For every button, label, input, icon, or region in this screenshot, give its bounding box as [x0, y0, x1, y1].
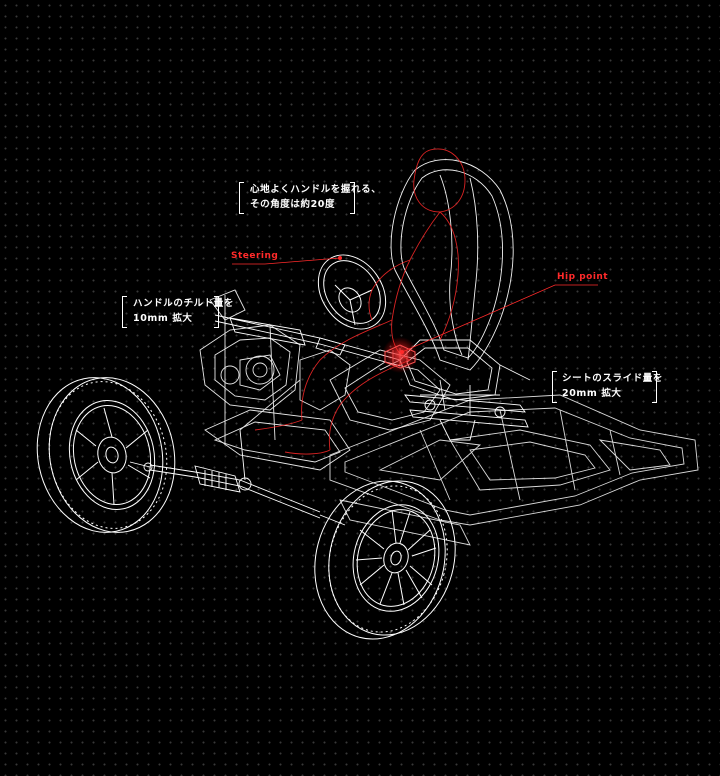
- steering-column: [214, 314, 401, 367]
- front-right-tire: [314, 480, 456, 640]
- callout-line: その角度は約20度: [250, 199, 336, 210]
- steering-wheel: [317, 254, 387, 330]
- hip-point-label: Hip point: [557, 272, 609, 282]
- steering-angle-bracket-right: [350, 182, 355, 214]
- seat-wireframe: [379, 159, 531, 415]
- tilt-bracket-right: [214, 296, 219, 328]
- floor-pan: [329, 394, 699, 546]
- callout-line: 20mm 拡大: [562, 388, 622, 399]
- seat-slide-callout: シートのスライド量を 20mm 拡大: [562, 371, 663, 401]
- callout-line: ハンドルのチルト量を: [133, 298, 235, 309]
- seat-rails: [404, 394, 529, 441]
- seat-slide-bracket-right: [652, 371, 657, 403]
- seat-slide-bracket-left: [552, 371, 557, 403]
- callout-line: 心地よくハンドルを握れる、: [250, 184, 382, 195]
- tilt-bracket-left: [122, 296, 127, 328]
- front-left-tire: [36, 377, 176, 533]
- steering-rack: [149, 429, 321, 519]
- front-suspension: [199, 289, 451, 471]
- steering-label: Steering: [231, 251, 279, 261]
- steering-angle-bracket-left: [239, 182, 244, 214]
- tie-rods: [129, 461, 346, 526]
- steering-leader: [232, 257, 341, 265]
- steering-angle-callout: 心地よくハンドルを握れる、 その角度は約20度: [250, 182, 381, 212]
- tilt-callout: ハンドルのチルト量を 10mm 拡大: [133, 296, 234, 326]
- callout-line: シートのスライド量を: [562, 373, 664, 384]
- hip-point-marker: [382, 337, 418, 373]
- callout-leaders: [232, 256, 598, 354]
- callout-line: 10mm 拡大: [133, 313, 193, 324]
- hip-point-leader: [401, 284, 598, 353]
